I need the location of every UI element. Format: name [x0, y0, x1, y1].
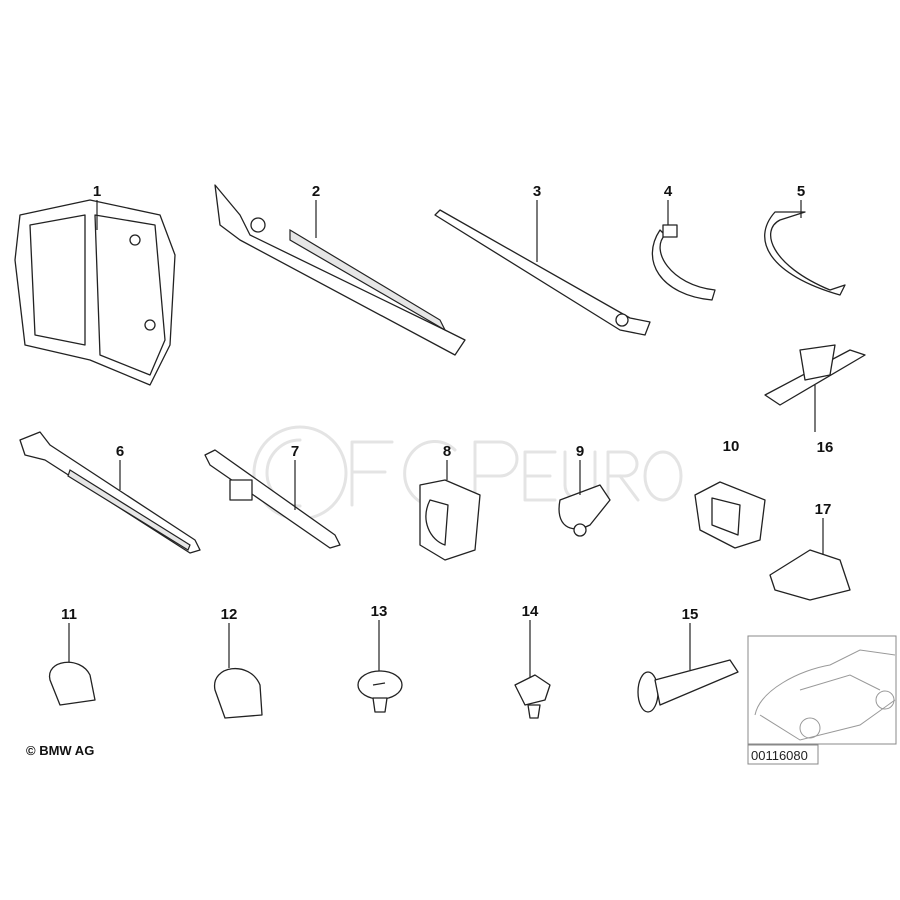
callout-5: 5: [797, 183, 805, 200]
callout-9: 9: [576, 443, 584, 460]
callout-2: 2: [312, 183, 320, 200]
part-10-clip[interactable]: [694, 481, 766, 549]
part-4-strap[interactable]: [651, 224, 716, 301]
callout-4: 4: [664, 183, 673, 200]
vehicle-locator-thumbnail: 00116080: [747, 635, 897, 765]
part-8-clip[interactable]: [419, 479, 481, 561]
part-7-cable-tie[interactable]: [204, 449, 341, 549]
callout-3: 3: [533, 183, 541, 200]
part-1-bracket[interactable]: [14, 199, 176, 386]
callout-1: 1: [93, 183, 101, 200]
callout-13: 13: [371, 603, 388, 620]
part-11-clamp[interactable]: [49, 661, 96, 706]
callout-16: 16: [817, 439, 834, 456]
part-14-nut[interactable]: [514, 674, 551, 719]
callout-17: 17: [815, 501, 832, 518]
part-13-plug[interactable]: [357, 670, 403, 713]
diagram-part-number: 00116080: [751, 748, 808, 763]
copyright-text: © BMW AG: [26, 743, 94, 758]
callout-12: 12: [221, 606, 238, 623]
part-5-strap-clip[interactable]: [764, 211, 846, 296]
callout-10: 10: [723, 438, 740, 455]
part-3-cable-tie[interactable]: [434, 209, 651, 336]
part-15-push-pin[interactable]: [637, 659, 739, 713]
callout-labels: 1 2 3 4 5 6 7 8 9 10 11 12 13 14 15 16 1…: [61, 183, 833, 678]
callout-7: 7: [291, 443, 299, 460]
part-12-clamp[interactable]: [214, 668, 263, 719]
part-16-clip[interactable]: [764, 344, 866, 406]
part-6-cable-tie[interactable]: [19, 431, 201, 554]
callout-15: 15: [682, 606, 699, 623]
callout-8: 8: [443, 443, 451, 460]
callout-11: 11: [61, 606, 77, 623]
part-9-clip[interactable]: [558, 484, 611, 537]
callout-6: 6: [116, 443, 124, 460]
callout-14: 14: [522, 603, 539, 620]
part-2-cable-strap[interactable]: [214, 184, 466, 356]
part-17-clip[interactable]: [769, 549, 851, 601]
